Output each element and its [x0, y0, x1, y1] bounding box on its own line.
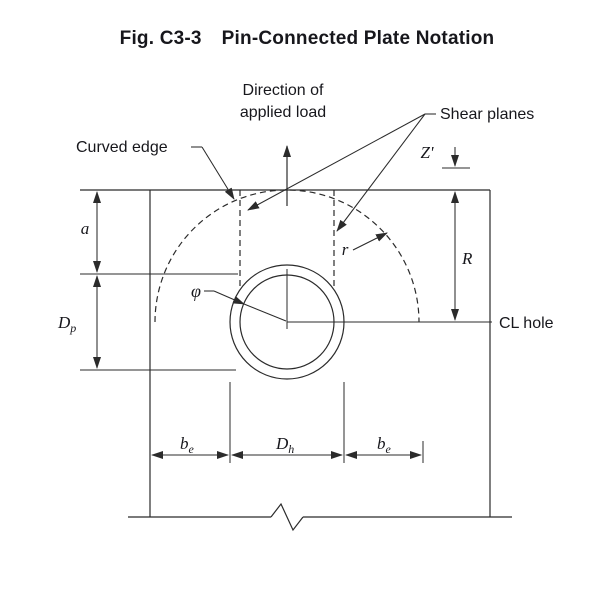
r-radius-arrow [352, 232, 388, 251]
figure-caption: Fig. C3-3 Pin-Connected Plate Notation [0, 28, 614, 50]
break-symbol [270, 502, 304, 532]
label-a: a [81, 219, 90, 238]
shear-planes-leader-left [247, 113, 426, 211]
label-direction-line1: Direction of [243, 82, 324, 99]
curved-edge-arc [154, 189, 420, 323]
label-dp: Dp [57, 313, 76, 335]
label-be-right: be [377, 434, 392, 456]
label-dh: Dh [275, 434, 294, 456]
label-R: R [461, 249, 473, 268]
phi-radius-line [243, 303, 287, 322]
label-cl-hole: CL hole [499, 315, 554, 332]
figure-title: Pin-Connected Plate Notation [221, 28, 495, 49]
label-be-left: be [180, 434, 195, 456]
figure-number: Fig. C3-3 [119, 28, 202, 49]
label-curved-edge: Curved edge [76, 139, 168, 156]
label-direction-line2: applied load [240, 104, 326, 121]
label-r: r [342, 240, 349, 259]
phi-leader-arrow [213, 290, 245, 305]
label-phi: φ [191, 281, 201, 301]
shear-planes-leader-right [336, 113, 426, 232]
label-shear-planes: Shear planes [440, 106, 534, 123]
label-z-prime: Z' [420, 143, 433, 162]
curved-edge-leader [201, 146, 235, 200]
